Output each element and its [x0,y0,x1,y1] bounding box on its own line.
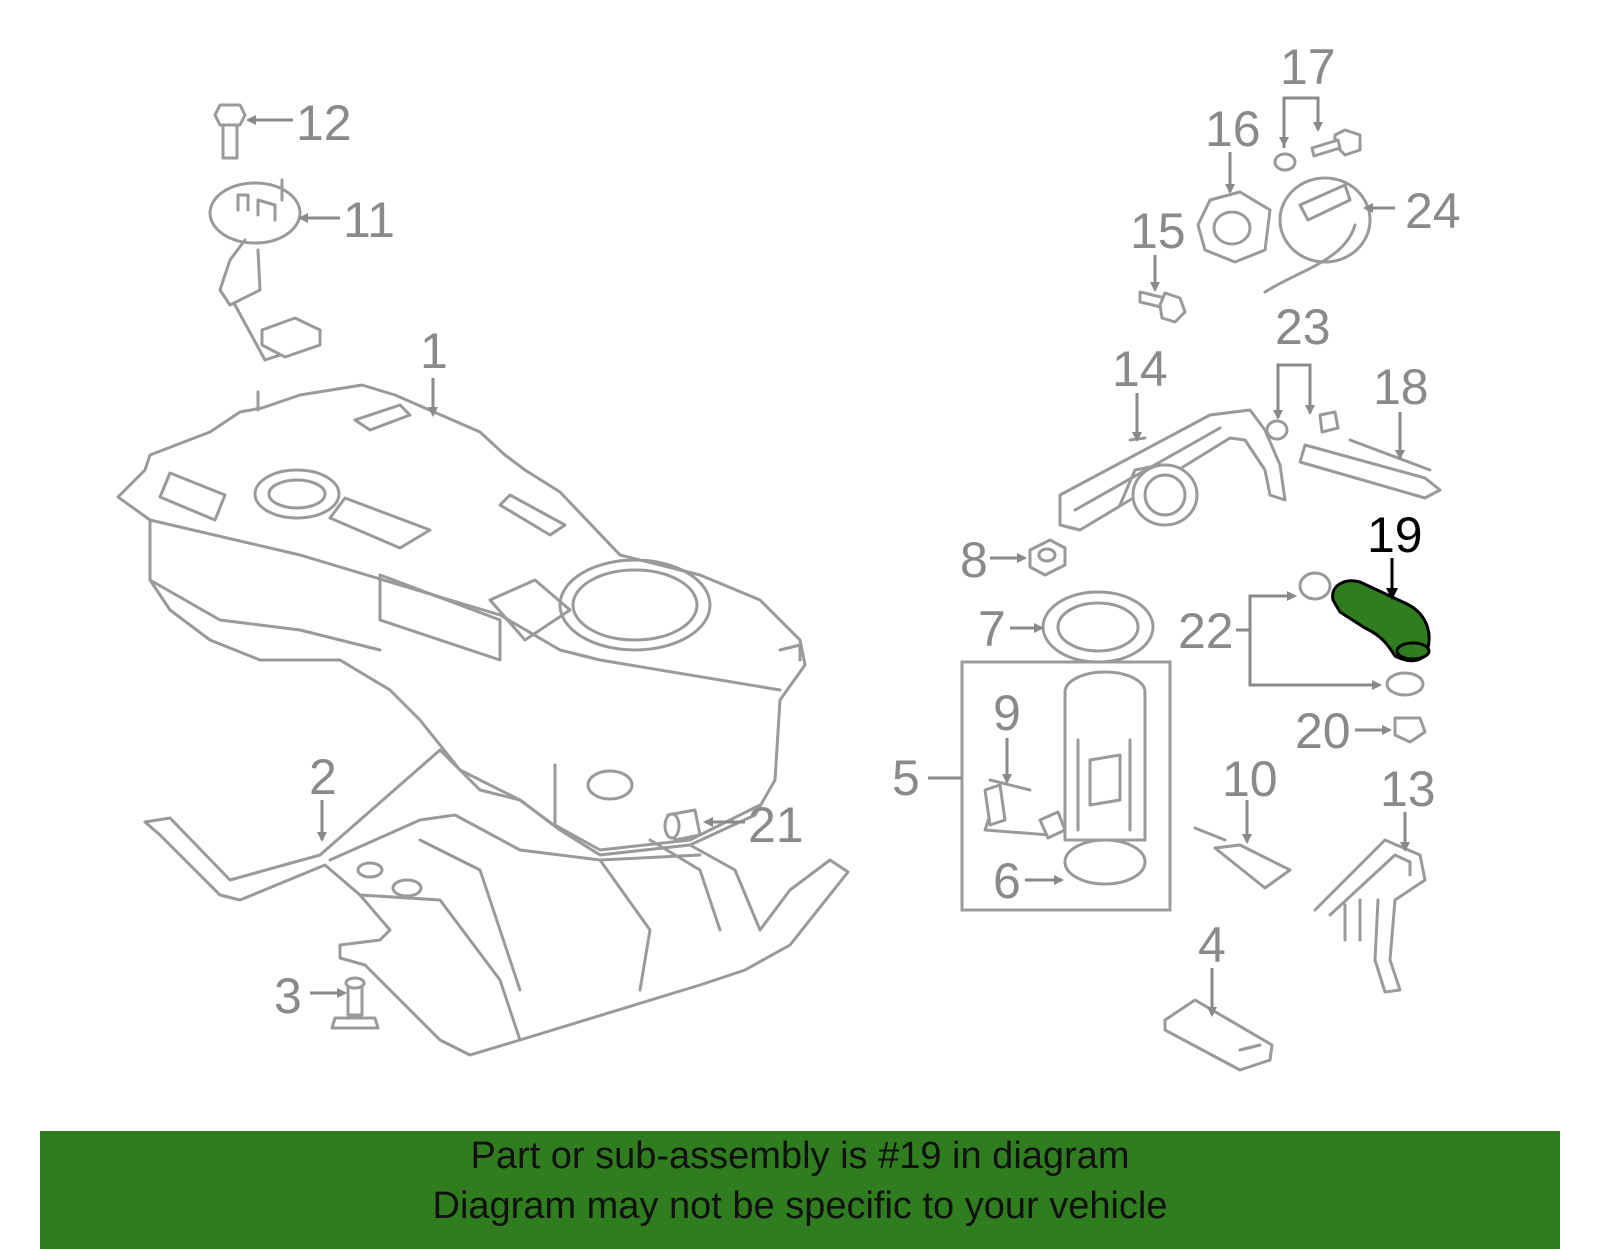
callout-1: 1 [420,323,448,379]
callout-10: 10 [1222,751,1278,807]
callout-6: 6 [993,853,1021,909]
callout-20: 20 [1295,703,1351,759]
part-15-bolt[interactable] [1138,290,1187,324]
banner-line-1: Part or sub-assembly is #19 in diagram [470,1135,1130,1177]
part-24-fuel-cap[interactable] [1263,176,1372,294]
part-3-bolt[interactable] [330,976,380,1030]
part-18-breather-hose[interactable] [1298,438,1442,500]
part-4-pad[interactable] [1163,998,1274,1072]
part-20-clip[interactable] [1393,716,1427,744]
callout-12: 12 [296,95,352,151]
callout-13: 13 [1380,761,1436,817]
part-8-nut[interactable] [1028,538,1067,577]
callout-8: 8 [960,532,988,588]
banner-line-2: Diagram may not be specific to your vehi… [432,1185,1168,1227]
part-19-fuel-hose[interactable] [1331,579,1431,663]
part-23-clamps[interactable] [1265,410,1340,441]
leader-lines [246,96,1410,1017]
callout-11: 11 [343,192,395,248]
part-7-seal[interactable] [1041,590,1155,664]
callout-9: 9 [993,685,1021,741]
part-17-fasteners[interactable] [1273,128,1362,172]
callout-3: 3 [274,968,302,1024]
part-14-filler-pipe[interactable] [1058,408,1287,532]
part-10-filter[interactable] [1193,826,1292,890]
callout-14: 14 [1112,341,1168,397]
part-1-fuel-tank[interactable] [116,383,807,857]
callout-labels: 12 11 1 2 3 21 4 5 6 7 8 9 10 13 14 15 1… [274,39,1461,1024]
callout-4: 4 [1198,917,1226,973]
part-2-tank-shield[interactable] [143,748,850,1057]
part-12-bolt[interactable] [213,103,247,160]
callout-24: 24 [1405,183,1461,239]
callout-18: 18 [1373,359,1429,415]
part-21-plug[interactable] [663,808,702,842]
part-16-gasket[interactable] [1196,190,1272,264]
callout-21: 21 [748,797,804,853]
callout-7: 7 [978,601,1006,657]
part-11-sender-unit[interactable] [208,178,322,362]
callout-17: 17 [1280,39,1336,95]
callout-15: 15 [1130,203,1186,259]
diagram-canvas: 12 11 1 2 3 21 4 5 6 7 8 9 10 13 14 15 1… [116,39,1461,1072]
callout-2: 2 [309,749,337,805]
part-5-pump-module[interactable] [960,660,1172,912]
callout-19: 19 [1367,507,1423,563]
part-13-vent-tubes[interactable] [1313,838,1427,994]
callout-23: 23 [1275,299,1331,355]
callout-16: 16 [1205,101,1261,157]
callout-22: 22 [1178,603,1234,659]
callout-5: 5 [892,750,920,806]
part-22-hose-clamps[interactable] [1298,571,1425,697]
info-banner: Part or sub-assembly is #19 in diagram D… [40,1131,1560,1249]
